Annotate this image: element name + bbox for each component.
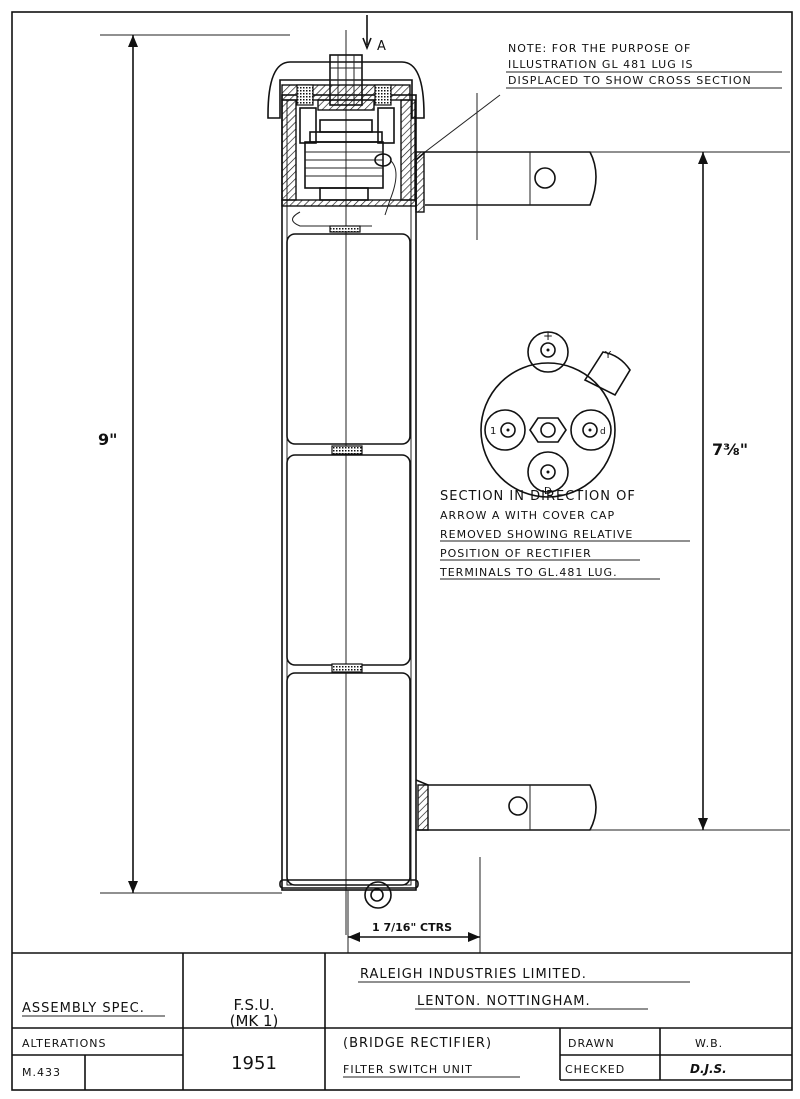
svg-text:POSITION OF RECTIFIER: POSITION OF RECTIFIER — [440, 547, 592, 560]
checked-label: CHECKED — [565, 1063, 625, 1076]
year: 1951 — [231, 1053, 277, 1074]
svg-text:TERMINALS TO GL.481 LUG.: TERMINALS TO GL.481 LUG. — [439, 566, 618, 579]
svg-text:ILLUSTRATION GL 481 LUG IS: ILLUSTRATION GL 481 LUG IS — [508, 58, 693, 71]
assembly-spec-label: ASSEMBLY SPEC. — [22, 1001, 145, 1016]
drawing-subtitle: (BRIDGE RECTIFIER) — [343, 1036, 492, 1051]
note-leader — [424, 94, 501, 153]
svg-text:SECTION IN DIRECTION OF: SECTION IN DIRECTION OF — [440, 489, 636, 504]
svg-text:REMOVED SHOWING RELATIVE: REMOVED SHOWING RELATIVE — [440, 528, 633, 541]
illustration-note: NOTE: FOR THE PURPOSE OF ILLUSTRATION GL… — [506, 42, 782, 89]
sheet-border — [11, 11, 793, 1091]
svg-text:DISPLACED TO SHOW CROSS SECTIO: DISPLACED TO SHOW CROSS SECTION — [508, 74, 752, 87]
drawn-label: DRAWN — [568, 1037, 615, 1050]
checked-by: D.J.S. — [690, 1062, 727, 1076]
svg-text:NOTE: FOR THE PURPOSE OF: NOTE: FOR THE PURPOSE OF — [508, 42, 691, 55]
lug-spacing-label: 1 7/16" CTRS — [372, 921, 452, 934]
mark-number: (MK 1) — [230, 1012, 279, 1030]
alteration-reference: M.433 — [22, 1066, 61, 1079]
alterations-label: ALTERATIONS — [22, 1037, 107, 1050]
drawn-by: W.B. — [695, 1037, 723, 1050]
unit-elevation: A — [267, 15, 790, 935]
section-view-a: + 1 d D Y — [480, 329, 631, 498]
company-name: RALEIGH INDUSTRIES LIMITED. — [360, 967, 587, 982]
dimension-overall-height: 9" — [98, 34, 290, 894]
part-code: F.S.U. — [233, 996, 274, 1014]
terminal-label-Y: Y — [604, 350, 612, 361]
dimension-lug-centres: 7⅜" — [698, 152, 748, 830]
section-caption: SECTION IN DIRECTION OF ARROW A WITH COV… — [439, 489, 690, 580]
section-arrow-label: A — [377, 39, 386, 54]
lug-centres-label: 7⅜" — [712, 440, 748, 459]
svg-text:ARROW A WITH COVER CAP: ARROW A WITH COVER CAP — [440, 509, 615, 522]
company-location: LENTON. NOTTINGHAM. — [417, 994, 591, 1009]
terminal-label-d: d — [600, 427, 606, 437]
title-block: ASSEMBLY SPEC. F.S.U. (MK 1) RALEIGH IND… — [12, 952, 792, 1090]
drawing-title: FILTER SWITCH UNIT — [343, 1063, 473, 1076]
dimension-lug-spacing: 1 7/16" CTRS — [347, 857, 481, 953]
terminal-label-plus: + — [543, 329, 553, 343]
overall-height-label: 9" — [98, 430, 117, 449]
terminal-label-1: 1 — [490, 426, 496, 437]
terminal-label-D: D — [544, 486, 552, 497]
